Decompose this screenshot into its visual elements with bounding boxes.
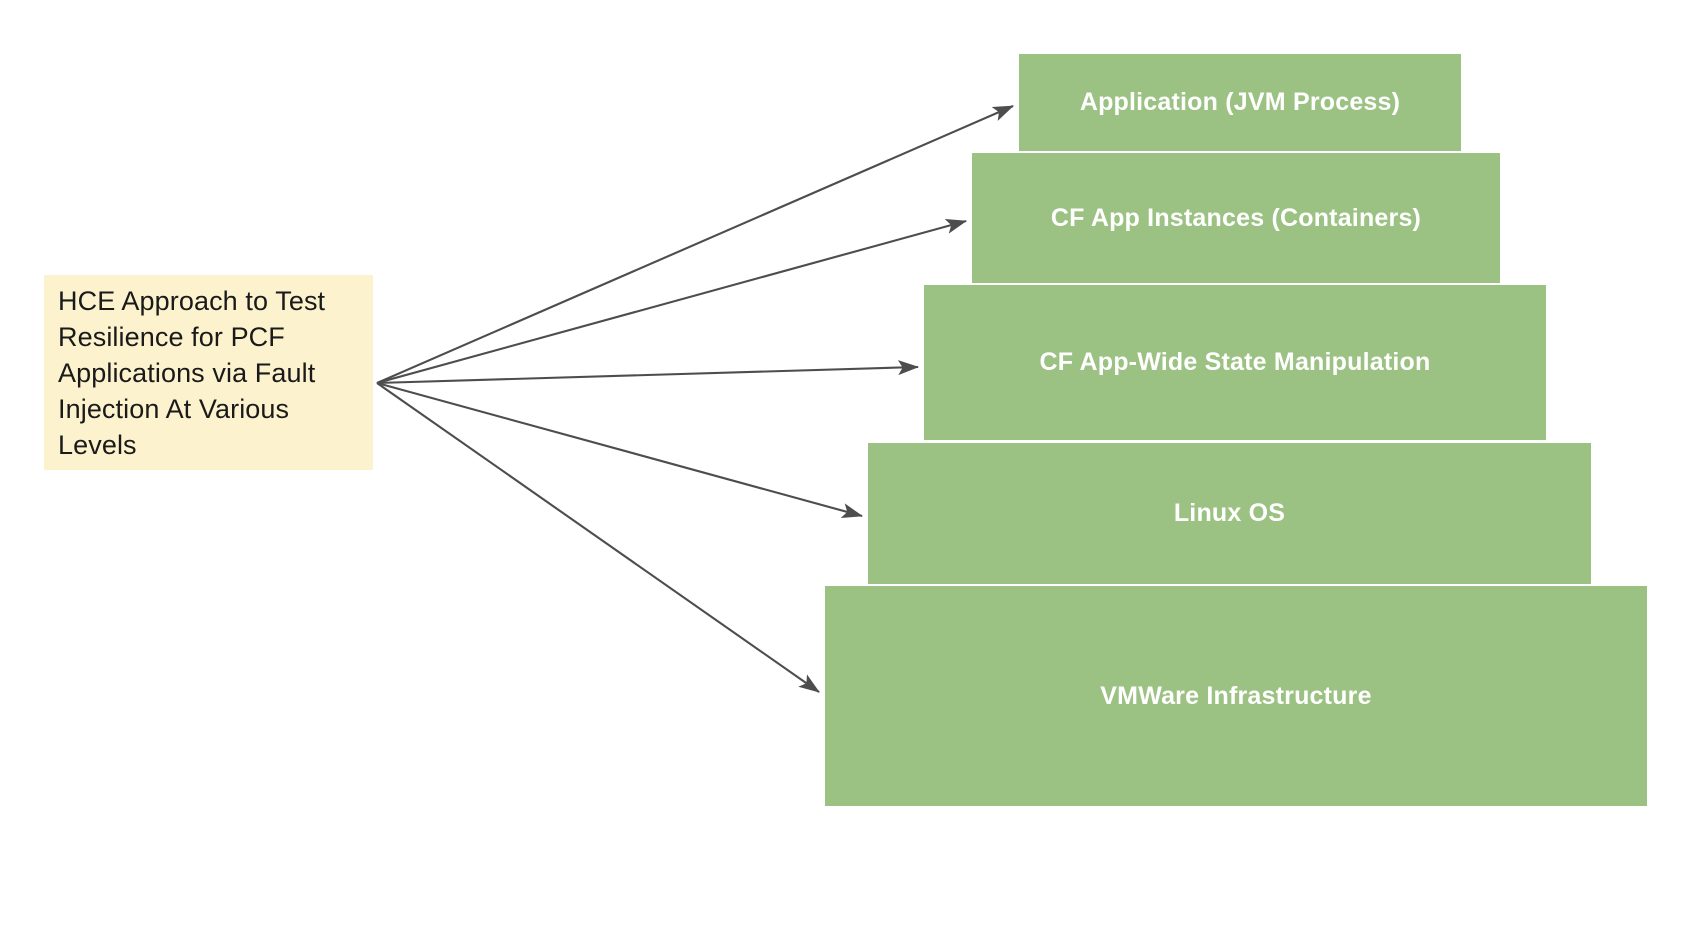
layer-label-linux-os: Linux OS [1173,499,1286,527]
connector-to-application [376,105,1014,384]
connector-to-cf-app-wide-state [376,360,920,385]
layer-label-application: Application (JVM Process) [1079,88,1401,116]
connector-to-linux-os [376,381,864,519]
layer-box-linux-os[interactable]: Linux OS [868,443,1591,584]
layer-box-application[interactable]: Application (JVM Process) [1019,54,1461,151]
layer-label-cf-app-instances: CF App Instances (Containers) [1050,203,1422,232]
connector-to-cf-app-instances [376,219,968,385]
source-note-text: HCE Approach to Test Resilience for PCF … [58,285,326,460]
source-note-box[interactable]: HCE Approach to Test Resilience for PCF … [44,275,373,470]
layer-label-cf-app-wide-state: CF App-Wide State Manipulation [1039,348,1431,376]
connector-to-vmware-infrastructure [376,382,820,693]
layer-box-cf-app-wide-state[interactable]: CF App-Wide State Manipulation [924,285,1546,440]
layer-box-cf-app-instances[interactable]: CF App Instances (Containers) [972,153,1500,283]
layer-label-vmware-infrastructure: VMWare Infrastructure [1100,681,1372,710]
layer-box-vmware-infrastructure[interactable]: VMWare Infrastructure [825,586,1647,806]
